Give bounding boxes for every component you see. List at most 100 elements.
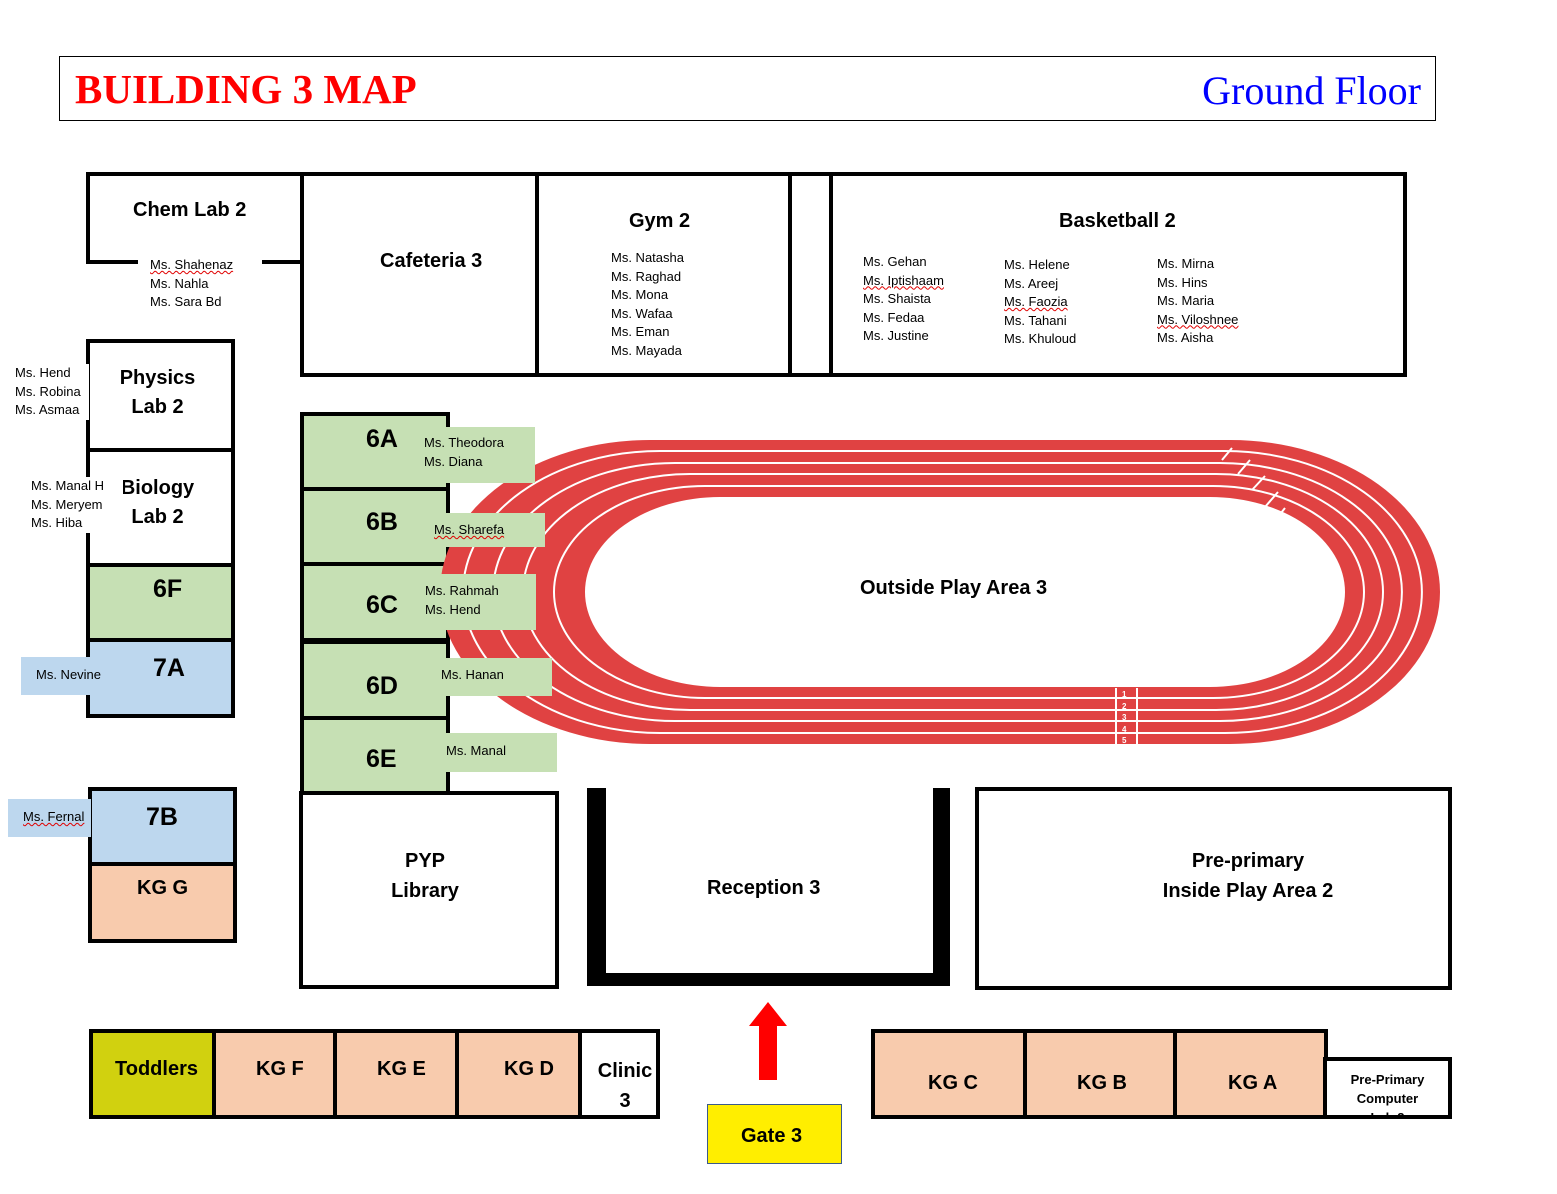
gym-staff: Ms. Natasha Ms. Raghad Ms. Mona Ms. Wafa… <box>611 249 684 360</box>
stagger-line <box>1264 491 1279 508</box>
play-area-label: Outside Play Area 3 <box>860 577 1048 599</box>
staff-name: Ms. Raghad <box>611 268 682 284</box>
corridor-strip <box>788 172 834 377</box>
lane-number: 2 <box>1122 702 1127 711</box>
cafeteria-room[interactable] <box>300 172 540 377</box>
staff-name: Ms. Hanan <box>441 667 504 682</box>
classroom-6a-label: 6A <box>366 425 398 453</box>
lane-number: 1 <box>1122 690 1127 699</box>
pyp-library-line-2: Library <box>391 880 459 902</box>
classroom-kg-g[interactable] <box>88 862 237 943</box>
basketball-staff-column-1: Ms. Gehan Ms. Iptishaam Ms. Shaista Ms. … <box>863 253 944 346</box>
physics-lab-label: Physics Lab 2 <box>100 364 215 422</box>
reception-label: Reception 3 <box>707 877 821 899</box>
staff-name: Ms. Justine <box>863 328 929 343</box>
clinic-line-1: Clinic <box>597 1060 653 1082</box>
reception-right-wall <box>933 788 950 986</box>
classroom-6f-label: 6F <box>153 575 183 603</box>
staff-name: Ms. Nahla <box>150 275 209 291</box>
staff-name: Ms. Manal H <box>31 478 104 493</box>
track-surface <box>440 440 1440 744</box>
gate-3-label: Gate 3 <box>741 1125 803 1147</box>
staff-name: Ms. Diana <box>424 453 483 469</box>
biology-lab-line-2: Lab 2 <box>131 506 184 528</box>
staff-name: Ms. Gehan <box>863 254 927 269</box>
lane-number: 3 <box>1122 713 1127 722</box>
staff-name: Ms. Robina <box>15 383 81 399</box>
classroom-6e-staff-tag: Ms. Manal <box>418 733 557 772</box>
classroom-kg-c[interactable] <box>871 1029 1028 1119</box>
chem-lab-bottom-left-wall <box>86 260 138 264</box>
staff-name: Ms. Sharefa <box>434 522 505 537</box>
staff-name: Ms. Sara Bd <box>150 294 222 309</box>
classroom-kg-b-label: KG B <box>1077 1072 1127 1094</box>
classroom-6d-staff-tag: Ms. Hanan <box>418 658 552 696</box>
staff-name: Ms. Maria <box>1157 293 1215 308</box>
pyp-library-room[interactable] <box>299 791 559 989</box>
classroom-kg-d[interactable] <box>455 1029 583 1119</box>
physics-lab-staff: Ms. Hend Ms. Robina Ms. Asmaa <box>0 364 89 420</box>
classroom-kg-e-label: KG E <box>377 1058 426 1080</box>
classroom-6e-label: 6E <box>366 745 397 773</box>
classroom-7a-staff-tag: Ms. Nevine <box>21 657 111 695</box>
classroom-kg-e[interactable] <box>333 1029 460 1119</box>
classroom-kg-a[interactable] <box>1173 1029 1328 1119</box>
staff-name: Ms. Aisha <box>1157 330 1214 345</box>
lane-line <box>553 485 1365 699</box>
clinic-room[interactable] <box>578 1029 660 1119</box>
lane-line <box>522 473 1384 711</box>
preprimary-play-label: Pre-primary Inside Play Area 2 <box>1113 846 1383 906</box>
stagger-line <box>1237 459 1251 475</box>
staff-name: Ms. Nevine <box>36 667 102 682</box>
biology-lab-staff: Ms. Manal H Ms. Meryem Ms. Hiba <box>16 477 123 533</box>
staff-name: Ms. Shaista <box>863 291 931 306</box>
chem-lab-label: Chem Lab 2 <box>133 199 247 221</box>
biology-lab-label: Biology Lab 2 <box>100 474 215 532</box>
basketball-staff-column-3: Ms. Mirna Ms. Hins Ms. Maria Ms. Viloshn… <box>1157 255 1238 348</box>
classroom-6c-label: 6C <box>366 591 398 619</box>
classroom-kg-a-label: KG A <box>1228 1072 1278 1094</box>
staff-name: Ms. Rahmah <box>425 583 499 598</box>
physics-lab-line-2: Lab 2 <box>131 396 184 418</box>
toddlers-label: Toddlers <box>115 1058 198 1080</box>
reception-left-wall <box>587 788 606 986</box>
entrance-arrow-icon <box>749 1002 787 1080</box>
reception-area[interactable] <box>587 788 950 986</box>
computer-lab-room[interactable]: Pre-Primary Computer Lab 2 <box>1323 1057 1452 1119</box>
classroom-kg-d-label: KG D <box>504 1058 554 1080</box>
classroom-kg-c-label: KG C <box>928 1072 978 1094</box>
staff-name: Ms. Mayada <box>611 342 682 358</box>
pyp-library-label: PYP Library <box>360 846 490 906</box>
physics-lab-room[interactable] <box>86 339 235 452</box>
staff-name: Ms. Hins <box>1157 274 1208 290</box>
staff-name: Ms. Hend <box>15 365 71 380</box>
chem-lab-staff: Ms. Shahenaz Ms. Nahla Ms. Sara Bd <box>150 256 233 312</box>
basketball-staff-column-2: Ms. Helene Ms. Areej Ms. Faozia Ms. Taha… <box>1004 256 1076 349</box>
staff-name: Ms. Shahenaz <box>150 257 234 272</box>
staff-name: Ms. Viloshnee <box>1157 311 1239 327</box>
staff-name: Ms. Mona <box>611 287 669 302</box>
classroom-6c-staff-tag: Ms. Rahmah Ms. Hend <box>418 574 536 630</box>
clinic-line-2: 3 <box>619 1090 631 1112</box>
staff-name: Ms. Helene <box>1004 257 1070 272</box>
classroom-kg-f[interactable] <box>212 1029 338 1119</box>
staff-name: Ms. Natasha <box>611 250 684 265</box>
classroom-7b-staff-tag: Ms. Fernal <box>8 799 91 837</box>
pyp-library-line-1: PYP <box>404 850 446 872</box>
gate-3[interactable] <box>707 1104 842 1164</box>
staff-name: Ms. Asmaa <box>15 402 80 417</box>
classroom-6b-staff-tag: Ms. Sharefa <box>418 513 545 547</box>
preprimary-play-line-1: Pre-primary <box>1191 850 1305 872</box>
basketball-court[interactable] <box>829 172 1407 377</box>
stagger-line <box>1221 447 1233 461</box>
reception-bottom-wall <box>587 973 950 986</box>
physics-lab-line-1: Physics <box>119 367 196 389</box>
cafeteria-label: Cafeteria 3 <box>380 250 483 272</box>
floor-label: Ground Floor <box>1202 68 1421 113</box>
staff-name: Ms. Meryem <box>31 496 103 512</box>
map-header: BUILDING 3 MAP Ground Floor <box>59 56 1436 121</box>
lane-number: 4 <box>1122 725 1127 734</box>
stagger-line <box>1251 475 1266 491</box>
preprimary-play-area[interactable] <box>975 787 1452 990</box>
staff-name: Ms. Mirna <box>1157 256 1215 271</box>
